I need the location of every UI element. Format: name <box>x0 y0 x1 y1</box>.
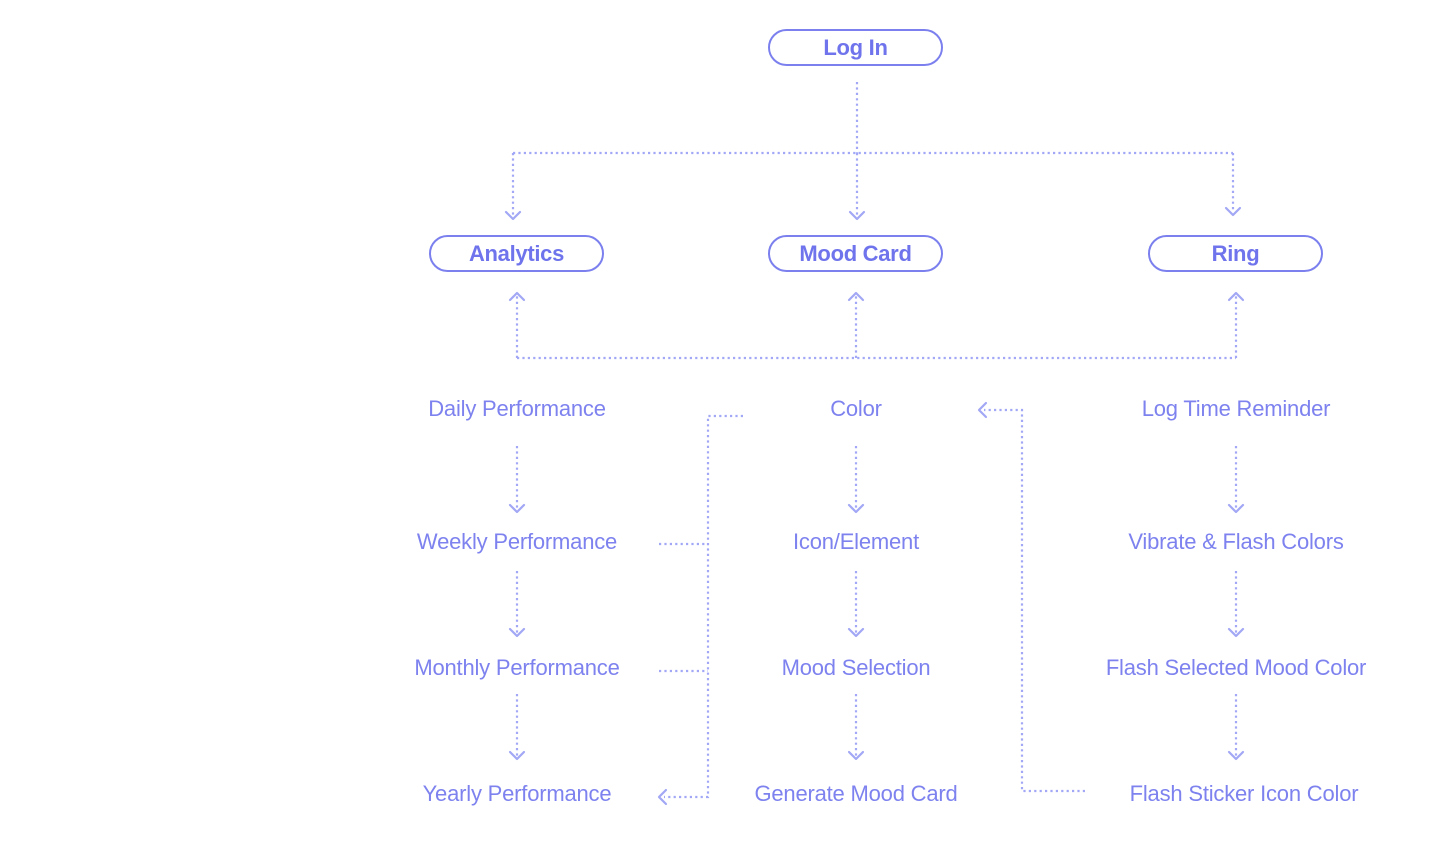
analytics-item-yearly: Yearly Performance <box>422 781 612 806</box>
login-node[interactable]: Log In <box>768 29 943 66</box>
analytics-item-daily: Daily Performance <box>428 396 606 421</box>
ring-item-vibrate-flash: Vibrate & Flash Colors <box>1128 529 1344 554</box>
analytics-node-label: Analytics <box>468 240 565 266</box>
arrowhead-yearly-left <box>657 788 668 806</box>
ring-node-label: Ring <box>1211 240 1260 266</box>
arrowhead-reminder-vibrate <box>1227 503 1245 514</box>
arrowhead-monthly-yearly <box>508 750 526 761</box>
ring-item-log-time-reminder: Log Time Reminder <box>1141 396 1331 421</box>
arrowhead-analytics-up <box>508 291 526 302</box>
arrowhead-weekly-monthly <box>508 627 526 638</box>
analytics-node[interactable]: Analytics <box>429 235 604 272</box>
analytics-item-monthly: Monthly Performance <box>414 655 620 680</box>
ring-node[interactable]: Ring <box>1148 235 1323 272</box>
analytics-item-weekly: Weekly Performance <box>416 529 618 554</box>
ring-item-flash-selected: Flash Selected Mood Color <box>1105 655 1367 680</box>
arrowhead-flash-sticker <box>1227 750 1245 761</box>
arrowhead-icon-mood <box>847 627 865 638</box>
arrowhead-mood-generate <box>847 750 865 761</box>
arrowhead-ring-up <box>1227 291 1245 302</box>
mood-card-node[interactable]: Mood Card <box>768 235 943 272</box>
mood-card-node-label: Mood Card <box>799 240 912 266</box>
arrowhead-color-left <box>977 401 988 419</box>
login-node-label: Log In <box>823 34 888 60</box>
arrowhead-mood-card-up <box>847 291 865 302</box>
arrowhead-vibrate-flash <box>1227 627 1245 638</box>
mood-card-item-generate: Generate Mood Card <box>754 781 958 806</box>
connector-color-to-yearly <box>664 414 743 799</box>
arrowhead-ring-down <box>1224 206 1242 217</box>
arrowhead-daily-weekly <box>508 503 526 514</box>
connector-sticker-to-color <box>984 408 1085 793</box>
arrowhead-color-icon <box>847 503 865 514</box>
mood-card-item-icon-element: Icon/Element <box>792 529 920 554</box>
mood-card-item-mood-selection: Mood Selection <box>781 655 931 680</box>
mood-card-item-color: Color <box>830 396 882 421</box>
arrowhead-analytics-down <box>504 210 522 221</box>
ring-item-flash-sticker: Flash Sticker Icon Color <box>1129 781 1359 806</box>
arrowhead-mood-card-down <box>848 210 866 221</box>
